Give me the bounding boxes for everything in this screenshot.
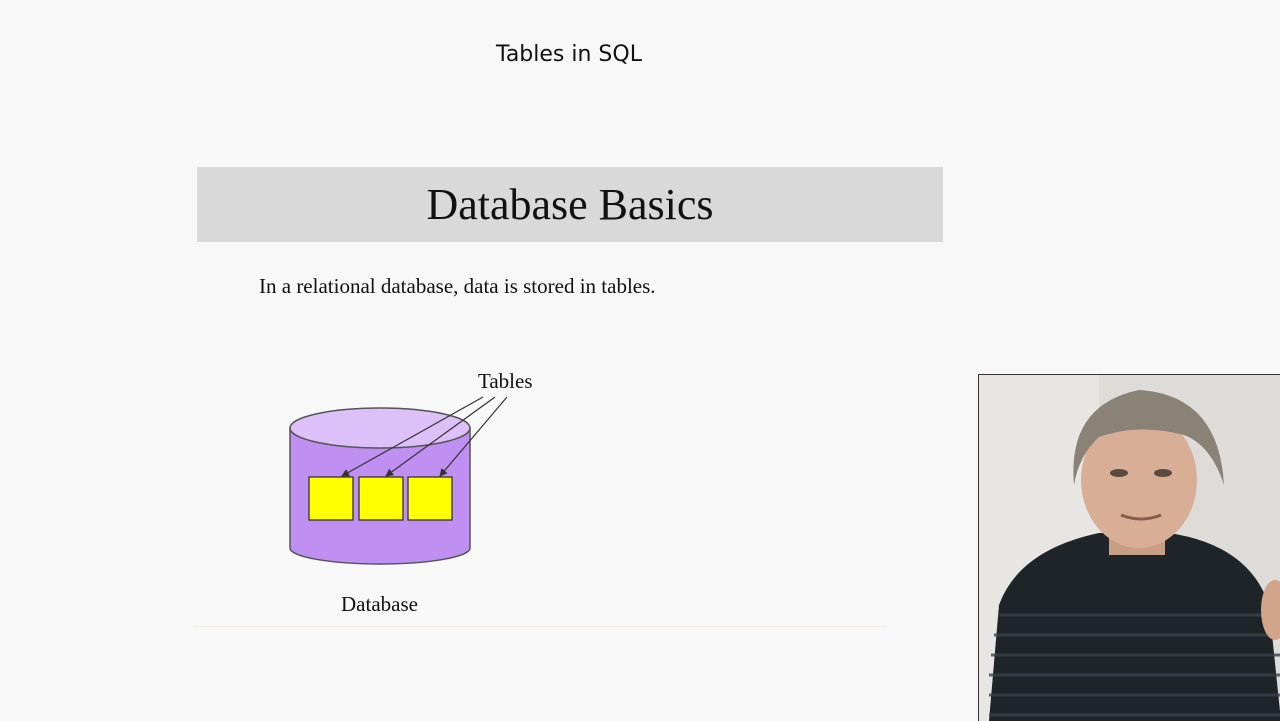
table-box-2 [358,476,404,521]
arrow-to-table-2 [385,396,496,477]
table-box-1 [308,476,354,521]
webcam-overlay [978,374,1280,721]
database-label: Database [341,592,418,616]
slide-heading: Database Basics [426,180,714,229]
slide-body-text: In a relational database, data is stored… [259,274,656,298]
slide-divider [195,626,885,627]
video-title: Tables in SQL [496,42,642,67]
presenter-video [979,375,1280,721]
arrow-to-table-1 [341,396,484,477]
slide-title-banner: Database Basics [197,167,943,242]
tables-label: Tables [478,369,533,393]
table-box-3 [407,476,453,521]
arrow-to-table-3 [439,396,508,477]
